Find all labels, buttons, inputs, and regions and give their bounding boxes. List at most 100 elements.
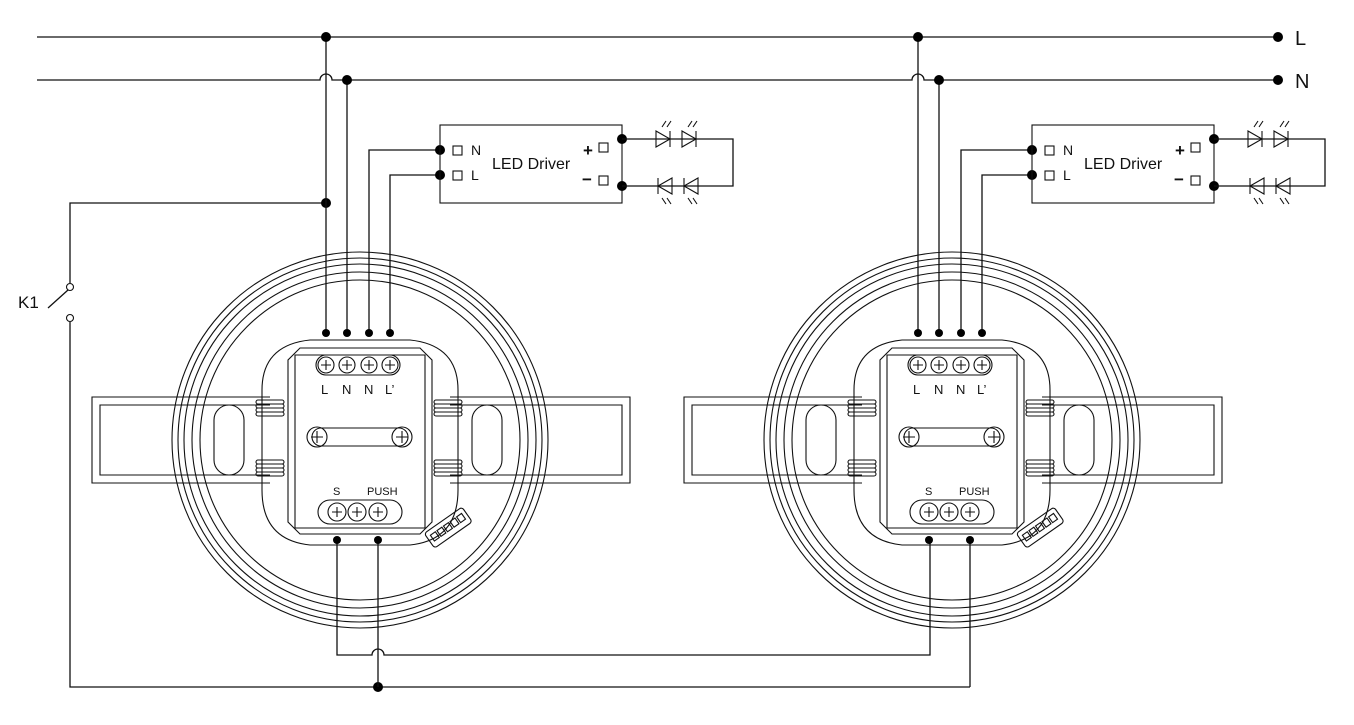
switch-lever[interactable] (47, 289, 69, 309)
terminal-screw (347, 502, 367, 522)
spring-coil (255, 407, 285, 413)
spring-coil (255, 459, 285, 465)
led-icon (1247, 120, 1264, 148)
driver-plus-label: + (1175, 141, 1185, 160)
dip-switch-lever (442, 521, 454, 533)
screw-cross-icon (385, 360, 395, 370)
module-frame (879, 347, 1025, 535)
mount-screw (983, 426, 1005, 448)
terminal-label-l-prime: L’ (385, 382, 395, 397)
terminal-screw (960, 502, 980, 522)
mounting-clip-right (450, 396, 631, 484)
sensor-body (683, 251, 1223, 629)
driver-n-terminal-icon (452, 145, 463, 156)
spring-coil (433, 411, 463, 417)
spring-coil (1025, 471, 1055, 477)
screw-cross-icon (924, 507, 934, 517)
screw-cross-icon (913, 360, 923, 370)
spring-coil (847, 463, 877, 469)
led-icon (681, 120, 698, 148)
spring-coil (255, 411, 285, 417)
terminal-label-n2: N (364, 382, 373, 397)
terminal-dot (365, 329, 373, 337)
neutral-junction-dot (342, 75, 352, 85)
driver-l-label: L (1063, 167, 1071, 183)
screw-cross-icon (956, 360, 966, 370)
terminal-dot (978, 329, 986, 337)
spring-coil (847, 399, 877, 405)
terminal-dot (966, 536, 974, 544)
terminal-dot (374, 536, 382, 544)
dip-switch-lever (1021, 531, 1033, 542)
terminal-label-push: PUSH (959, 486, 990, 498)
sensor-body (91, 251, 631, 629)
s-bus-wire (336, 540, 931, 656)
driver-minus-terminal-icon (1190, 175, 1201, 186)
screw-cross-icon (352, 507, 362, 517)
dip-switch-lever (1041, 517, 1052, 528)
led-icon (656, 177, 673, 205)
driver-plus-terminal-icon (598, 142, 609, 153)
housing-ring (791, 279, 1113, 601)
dip-switch[interactable] (424, 507, 472, 548)
live-label: L (1295, 28, 1306, 50)
terminal-dot (333, 536, 341, 544)
led-icon (655, 120, 672, 148)
led-string (1247, 120, 1291, 205)
driver-plus-label: + (583, 141, 593, 160)
driver-neutral-wire (960, 149, 1032, 332)
terminal-label-s: S (333, 486, 340, 498)
spring-coil (255, 463, 285, 469)
led-driver-box (439, 124, 623, 204)
clip-slot-left (805, 404, 837, 476)
bottom-terminal-block (317, 499, 403, 525)
terminal-label-l: L (321, 382, 328, 397)
screw-cross-icon (373, 507, 383, 517)
mounting-clip-right (1042, 396, 1223, 484)
sensor-unit-right: N L LED Driver + − L N N L’ S PUSH (683, 32, 1326, 629)
spring-coil (255, 471, 285, 477)
housing-ring (177, 257, 543, 623)
terminal-screw (381, 356, 399, 374)
dip-switch-body (1016, 507, 1064, 548)
screw-cross-icon (944, 507, 954, 517)
clip-slot-right (471, 404, 503, 476)
spring-coil (255, 467, 285, 473)
housing-ring (171, 251, 549, 629)
spring-coil (847, 471, 877, 477)
led-icon (682, 177, 699, 205)
dip-switch-lever (436, 526, 447, 538)
housing-ring (769, 257, 1135, 623)
terminal-label-push: PUSH (367, 486, 398, 498)
led-icon (1274, 177, 1291, 205)
push-bus-wire (69, 322, 970, 688)
dip-switch-lever (1047, 512, 1059, 524)
dip-switch-lever (449, 517, 460, 528)
terminal-label-n2: N (956, 382, 965, 397)
sensor-unit-left: N L LED Driver + − L N N L’ S PUSH (91, 32, 734, 629)
mount-screw (391, 426, 413, 448)
terminal-screw (939, 502, 959, 522)
dip-switch-lever (429, 531, 441, 542)
dip-switch[interactable] (1016, 507, 1064, 548)
module-frame (287, 347, 433, 535)
driver-plus-terminal-icon (1190, 142, 1201, 153)
live-terminal-dot (1273, 32, 1283, 42)
driver-n-label: N (471, 142, 481, 158)
screw-cross-icon (903, 431, 915, 443)
terminal-screw (338, 356, 356, 374)
terminal-screw (317, 356, 335, 374)
screw-cross-icon (988, 431, 1000, 443)
switch-contact-bottom (65, 313, 75, 323)
driver-n-label: N (1063, 142, 1073, 158)
screw-cross-icon (321, 360, 331, 370)
terminal-screw (973, 356, 991, 374)
terminal-screw (368, 502, 388, 522)
screw-cross-icon (396, 431, 408, 443)
housing-ring (763, 251, 1141, 629)
terminal-screw (919, 502, 939, 522)
screw-cross-icon (332, 507, 342, 517)
neutral-terminal-dot (1273, 75, 1283, 85)
switch-feed-wire (69, 202, 326, 283)
